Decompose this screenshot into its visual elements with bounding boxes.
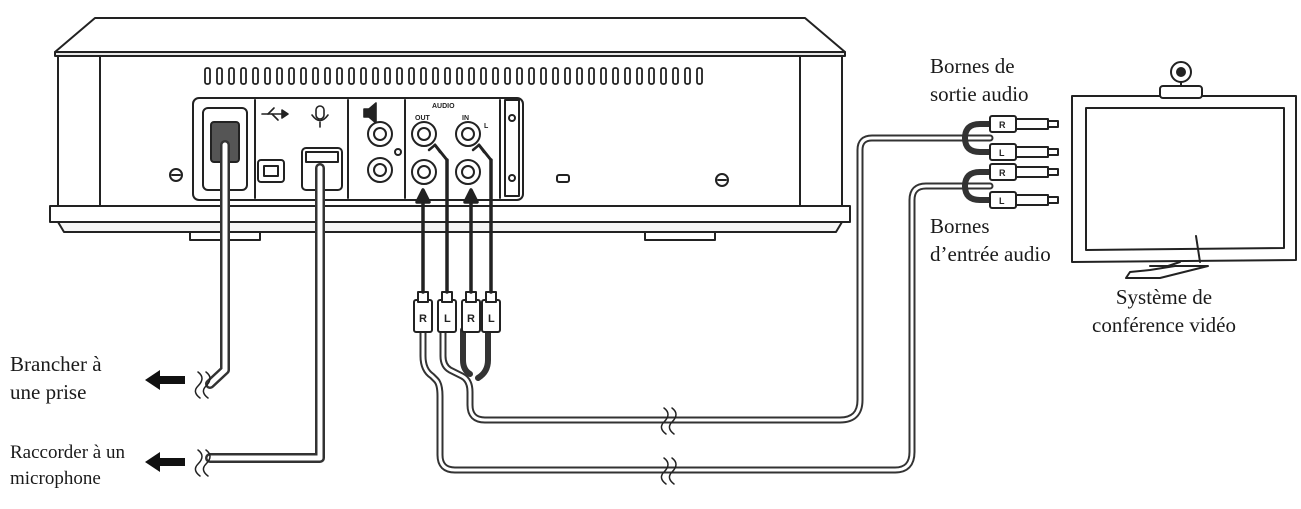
in-label: IN [462, 115, 469, 122]
right-bracket [504, 99, 520, 197]
power-cable [205, 140, 230, 389]
cable-break-marks [194, 371, 677, 485]
audio-output-terminals-label: Bornes de sortie audio [930, 54, 1029, 107]
plug-arrows [415, 143, 493, 294]
screws [169, 168, 729, 187]
video-conference-system-label: Système de conférence vidéo [1092, 285, 1236, 338]
rca-plugs-device-side [413, 291, 501, 333]
microphone-cable [205, 163, 325, 463]
indicator-slot [556, 174, 570, 183]
left-channel-label: L [484, 123, 489, 130]
webcam-icon [1159, 61, 1203, 99]
monitor-in-l: L [999, 196, 1005, 206]
audio-panel-label: AUDIO [432, 103, 455, 110]
vent-slots [204, 67, 703, 85]
rca-plugs-monitor-side [989, 115, 1059, 209]
monitor-in-r: R [999, 168, 1006, 178]
plug-outlet-label: Brancher à une prise [10, 352, 102, 405]
plug-label-l2: L [488, 313, 495, 325]
plug-label-l1: L [444, 313, 451, 325]
plug-label-r2: R [467, 313, 475, 325]
out-label: OUT [415, 115, 431, 122]
usb-port [257, 159, 285, 183]
connect-microphone-label: Raccorder à un microphone [10, 442, 125, 489]
audio-cable-out [439, 134, 994, 424]
audio-cable-in [419, 182, 994, 474]
monitor-out-r: R [999, 120, 1006, 130]
audio-cable-split [460, 121, 993, 381]
video-conference-monitor [1071, 95, 1297, 279]
usb-icon [261, 107, 289, 121]
speaker-jacks [367, 121, 402, 183]
plug-label-r1: R [419, 313, 427, 325]
arrow-left-icon [145, 452, 185, 472]
audio-input-terminals-label: Bornes d’entrée audio [930, 214, 1051, 267]
monitor-out-l: L [999, 148, 1005, 158]
audio-jacks [411, 121, 481, 185]
speakerphone-device [49, 17, 851, 241]
arrow-left-icon [145, 370, 185, 390]
microphone-icon [311, 105, 329, 128]
